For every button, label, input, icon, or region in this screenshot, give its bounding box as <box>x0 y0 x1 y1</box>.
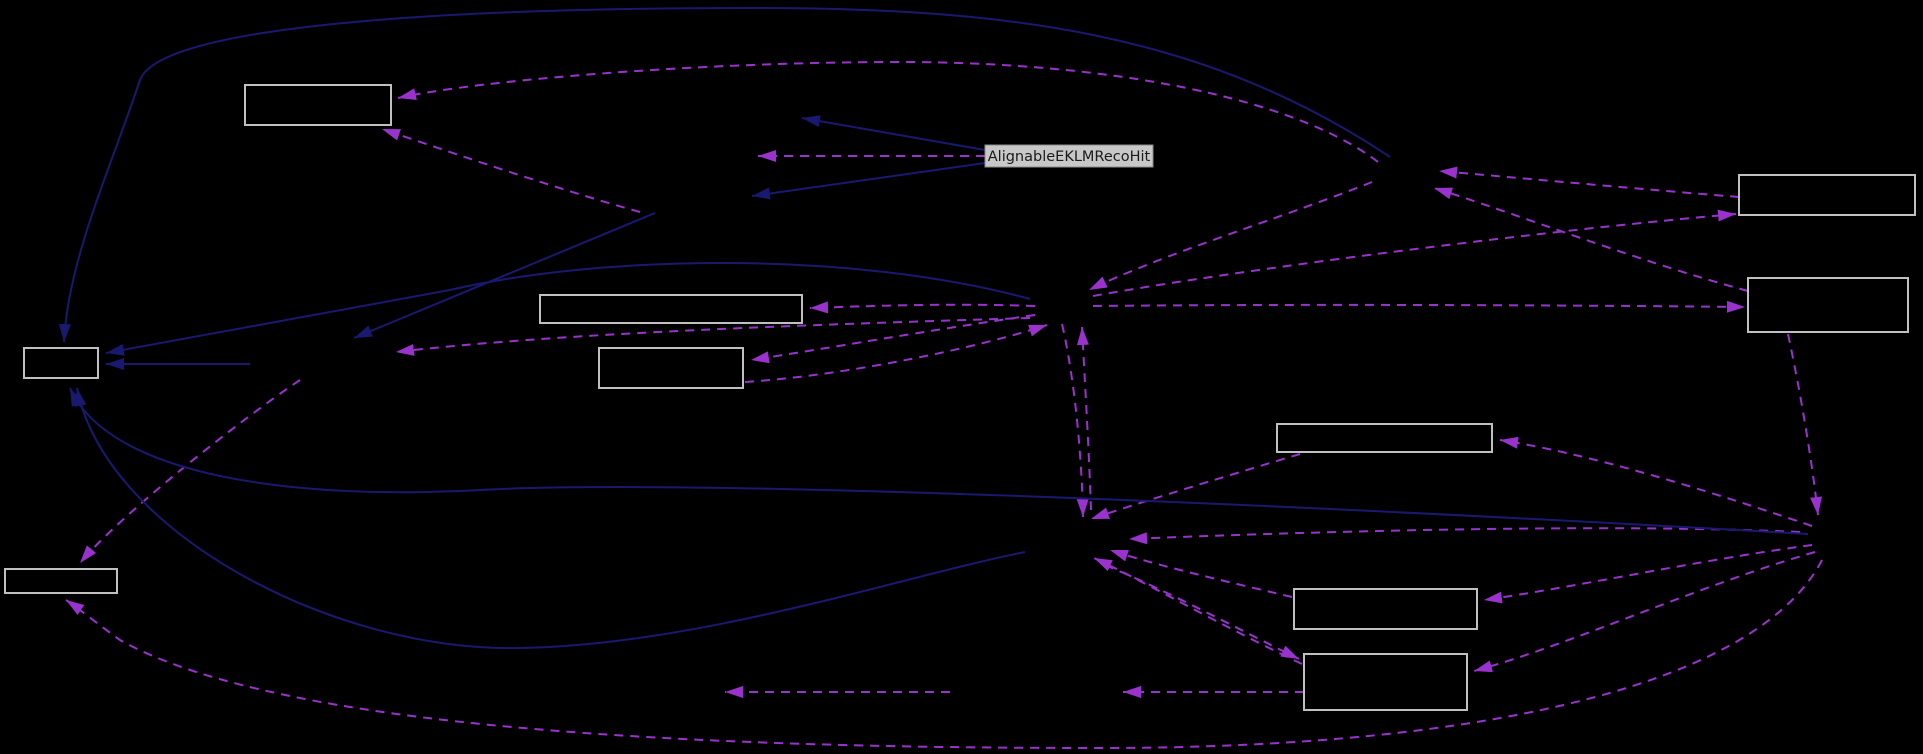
box-bottom-left[interactable] <box>4 568 118 594</box>
box-bottom-1[interactable] <box>1293 588 1478 630</box>
inheritance-edge <box>801 115 986 151</box>
inheritance-edge <box>74 387 1026 650</box>
box-middle-small[interactable] <box>598 347 744 389</box>
usage-edge <box>395 317 1031 356</box>
box-right-mid[interactable] <box>1747 277 1909 333</box>
usage-edge <box>1090 453 1301 520</box>
usage-edge <box>1076 326 1092 511</box>
usage-edge <box>381 128 641 213</box>
diagram-nodes: AlignableEKLMRecoHit <box>4 84 1916 711</box>
usage-edge <box>1473 551 1816 673</box>
inheritance-edge <box>58 6 1391 343</box>
central-node[interactable]: AlignableEKLMRecoHit <box>984 144 1154 168</box>
box-mid-right[interactable] <box>1276 423 1493 453</box>
box-right-top[interactable] <box>1738 174 1916 216</box>
usage-edge <box>65 559 1823 750</box>
usage-edge <box>397 60 1379 163</box>
usage-edge <box>1109 549 1293 598</box>
usage-edge <box>1088 181 1373 291</box>
box-left[interactable] <box>23 347 99 379</box>
box-top-left[interactable] <box>244 84 392 126</box>
usage-edge <box>750 314 1036 364</box>
usage-edge <box>1093 557 1303 665</box>
box-middle-long[interactable] <box>539 294 803 324</box>
usage-edge <box>1128 527 1801 545</box>
usage-edge <box>1433 187 1749 292</box>
usage-edge <box>1499 436 1813 527</box>
usage-edge <box>1787 333 1823 516</box>
usage-edge <box>79 379 301 564</box>
inheritance-edge <box>353 212 656 339</box>
usage-edge <box>1104 564 1300 660</box>
inheritance-edge <box>69 387 1809 535</box>
box-bottom-2[interactable] <box>1303 653 1468 711</box>
usage-edge <box>1092 300 1746 313</box>
usage-edge <box>809 301 1036 314</box>
usage-edges <box>65 60 1823 750</box>
central-node-label: AlignableEKLMRecoHit <box>988 149 1151 165</box>
usage-edge <box>1092 209 1737 297</box>
usage-edge <box>1438 166 1740 198</box>
central-node-box[interactable] <box>984 144 1154 168</box>
inheritance-edge <box>751 162 986 200</box>
inheritance-edges <box>58 6 1809 650</box>
usage-edge <box>1483 544 1813 604</box>
usage-edge <box>744 324 1048 383</box>
usage-edge <box>1061 323 1089 518</box>
